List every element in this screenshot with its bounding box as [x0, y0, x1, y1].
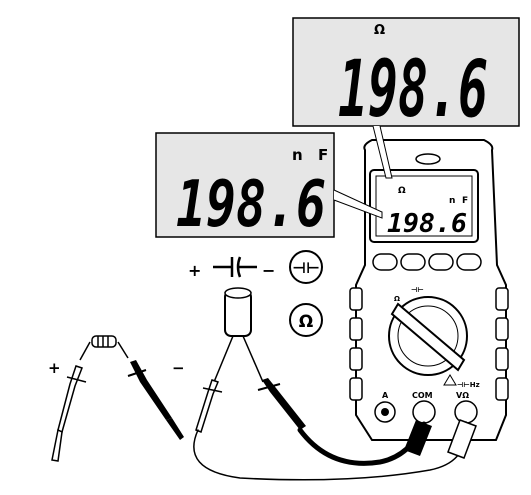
- resistor-plus-label: +: [48, 359, 61, 377]
- meter-lcd-reading: 198.6: [387, 209, 467, 239]
- cap-plus-label: +: [188, 261, 201, 280]
- mode-button-ohm[interactable]: Ω: [289, 303, 323, 337]
- resistor-minus-label: −: [172, 359, 185, 377]
- meter-lcd-ohm: Ω: [398, 186, 406, 196]
- capacitor-component: [213, 287, 264, 383]
- probe-resistor-negative[interactable]: [127, 360, 184, 440]
- meter-lcd: Ω n F 198.6: [369, 169, 479, 243]
- jack-a-label: A: [382, 391, 389, 400]
- dial-ohm-label: Ω: [394, 295, 400, 303]
- callout-ohm-unit: Ω: [374, 23, 385, 38]
- mode-button-cap-label: ⊣⊢: [292, 259, 319, 277]
- probe-capacitor-positive[interactable]: [195, 379, 223, 433]
- function-button-3[interactable]: [428, 253, 454, 271]
- callout-ohm-pointer: [372, 125, 393, 179]
- function-button-1[interactable]: [372, 253, 398, 271]
- capacitor-symbol-row: + −: [188, 256, 275, 280]
- backlight-indicator: [415, 153, 441, 165]
- dial-cap-label: ⊣⊢: [411, 286, 424, 294]
- warning-icon: [443, 374, 457, 386]
- probe-resistor-positive[interactable]: [51, 365, 87, 462]
- resistor-component: [79, 335, 129, 361]
- function-button-2[interactable]: [400, 253, 426, 271]
- jack-com-label: COM: [412, 391, 433, 400]
- com-plug: [404, 420, 432, 456]
- function-button-4[interactable]: [456, 253, 482, 271]
- jack-com[interactable]: [412, 400, 436, 424]
- meter-lcd-prefix: n: [449, 196, 455, 206]
- side-grip-left: [349, 287, 363, 401]
- callout-ohm-display: Ω 198.6: [292, 17, 520, 179]
- jack-vohm-label: VΩ: [456, 391, 469, 400]
- meter-lcd-unit: F: [462, 196, 468, 206]
- function-buttons[interactable]: [372, 253, 482, 271]
- capacitor-symbol-icon: [213, 256, 257, 278]
- cap-minus-label: −: [262, 261, 275, 280]
- callout-cap-unit: F: [318, 146, 328, 164]
- callout-ohm-reading: 198.6: [338, 45, 488, 135]
- callout-cap-pointer: [333, 189, 383, 219]
- input-jacks: A COM ⊣⊢Hz VΩ: [374, 374, 480, 424]
- jack-vohm[interactable]: [454, 400, 478, 424]
- callout-cap-prefix: n: [292, 146, 303, 164]
- mode-button-cap[interactable]: ⊣⊢: [289, 250, 323, 284]
- callout-cap-display: n F 198.6: [155, 132, 383, 242]
- side-grip-right: [495, 287, 509, 401]
- callout-cap-reading: 198.6: [176, 168, 326, 242]
- rotary-dial[interactable]: Ω ⊣⊢: [388, 286, 468, 376]
- mode-button-ohm-label: Ω: [299, 312, 313, 332]
- vohm-plug: [447, 419, 477, 459]
- jack-vohm-top-label: ⊣⊢Hz: [457, 381, 480, 389]
- dial-knob-pointer[interactable]: [390, 302, 466, 372]
- probe-capacitor-negative[interactable]: [257, 378, 306, 430]
